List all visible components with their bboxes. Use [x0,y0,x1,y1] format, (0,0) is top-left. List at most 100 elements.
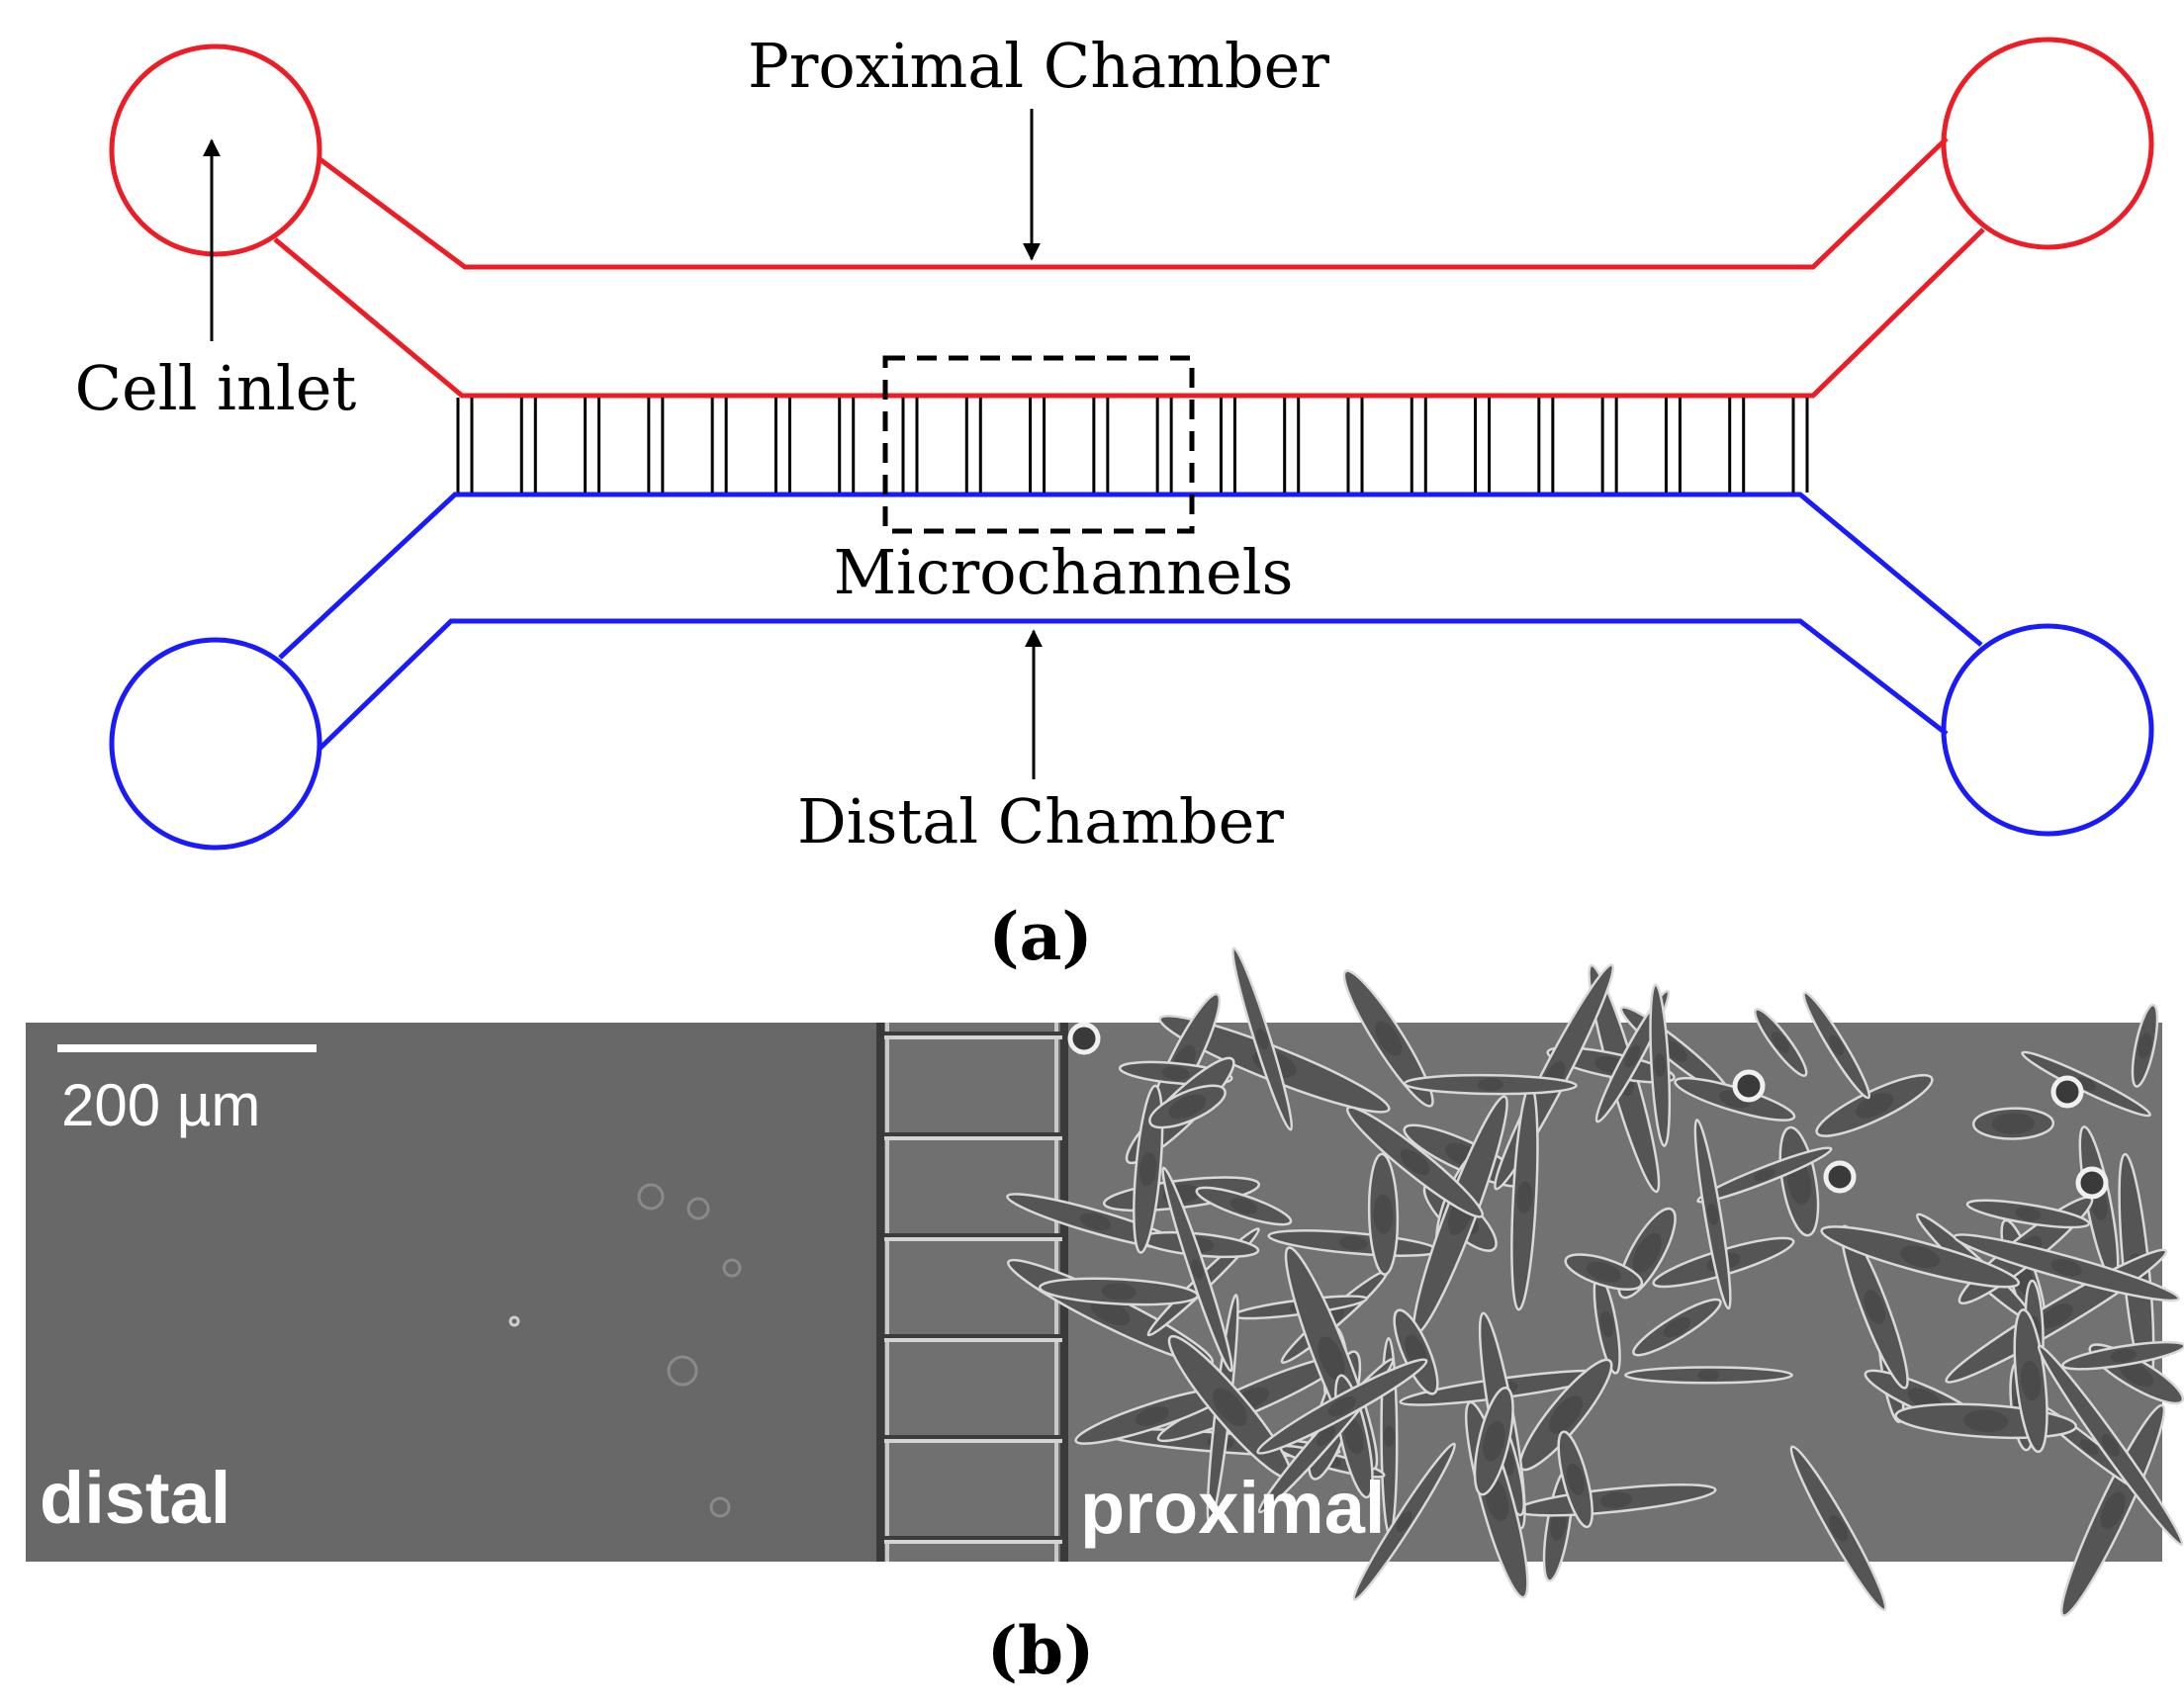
panel-b-label: (b) [987,1612,1095,1689]
proximal-inlet-port-left [109,44,322,257]
barrier-rung-shadow [884,1233,1062,1237]
cell [1231,946,1294,1131]
cell-nucleus [2138,1033,2152,1059]
cell-nucleus [1864,1290,1885,1325]
cell-nucleus [1229,1198,1258,1214]
round-cell [2050,1075,2084,1109]
cell [1971,1107,2055,1140]
cell [2131,1003,2159,1088]
cell-nucleus [1706,1203,1719,1225]
barrier-rungs [884,1032,1062,1544]
cell [1802,991,1871,1100]
distal-port-right [1941,623,2154,837]
cell-nucleus [1632,1232,1662,1274]
distal-chamber-outer-wall [317,618,1949,752]
cell [2037,1344,2184,1547]
cell-nucleus [1754,1168,1775,1182]
cell-nucleus [1991,1113,2036,1134]
barrier-rung-highlight [884,1540,1062,1544]
cell-nucleus [1344,1418,1364,1455]
cell-nucleus [1375,1021,1403,1056]
cell-nucleus [1317,1425,1336,1447]
barrier-fill [878,1023,1068,1562]
cell-nucleus [1516,1181,1533,1214]
cell [1510,1084,1539,1311]
cell [1367,1152,1400,1276]
cell-nucleus [1663,1316,1691,1338]
cell-nucleus [2015,1207,2042,1221]
proximal-chamber-outline [109,37,2154,399]
cell [1624,1366,1793,1385]
cell-nucleus [1168,1094,1207,1120]
cell [1473,1386,1514,1496]
cell [2061,1340,2184,1371]
cell [1557,1430,1593,1529]
panel-a-label: (a) [988,898,1092,975]
cell-nucleus [2119,1361,2154,1388]
cell-nucleus [1138,1151,1157,1187]
cell-nucleus [1566,1463,1585,1496]
cell [1345,1106,1485,1218]
microchannel-array [456,398,1809,493]
cell-nucleus [1900,1245,1941,1269]
cell [1965,1199,2091,1229]
cell [1564,1253,1644,1291]
cell-nucleus [1135,1405,1169,1426]
distal-region-label: distal [40,1457,230,1539]
cell [1953,1233,2181,1303]
debris-particle [667,1355,698,1387]
round-cell [2075,1166,2109,1200]
barrier-rung-shadow [884,1132,1062,1136]
scale-bar-label: 200 µm [61,1072,260,1138]
panel-a-schematic: Proximal Chamber Cell inlet Microchannel… [75,30,2154,975]
round-cell [1823,1160,1857,1194]
cell-nucleus [1338,1235,1368,1251]
round-cell [1067,1022,1101,1055]
cell [2059,1403,2166,1617]
proximal-chamber-inner-wall [273,227,1985,399]
distal-port-left [109,637,322,851]
cell-nucleus [1855,1093,1894,1119]
debris-particle [508,1315,520,1327]
cell-nucleus [2110,1348,2137,1363]
barrier-rung-shadow [884,1032,1062,1035]
zoom-region-box [882,355,1195,534]
proximal-port-right [1941,37,2154,250]
cell-nucleus [1483,1420,1505,1462]
debris-particle [637,1183,665,1211]
cell [1820,1225,2021,1289]
barrier-left-edge [876,1023,884,1562]
distal-chamber-inner-wall [278,492,1983,660]
cell-nucleus [1549,1395,1583,1434]
debris-particle [709,1496,731,1518]
cell-nucleus [1963,1409,2009,1433]
cell [1649,983,1672,1147]
cell-nucleus [1079,1213,1112,1231]
cell [1696,1146,1833,1204]
cell-nucleus [2040,1303,2073,1329]
distal-debris [508,1183,742,1518]
cell-nucleus [2079,1439,2099,1456]
cell-nucleus [1400,1148,1430,1176]
cell-inlet-label: Cell inlet [75,352,357,424]
cell-nucleus [1599,1491,1632,1509]
debris-particle [722,1258,742,1278]
microchannel-barrier [876,1023,1068,1562]
cell-nucleus [1697,1369,1720,1381]
cell-nucleus [2076,1077,2097,1091]
cell-nucleus [1599,1310,1614,1337]
cell-nucleus [1212,1388,1247,1427]
barrier-left-highlight [885,1023,889,1562]
cell-nucleus [1662,1039,1687,1062]
barrier-rung-shadow [884,1536,1062,1540]
round-cell [1732,1069,1766,1103]
barrier-rung-highlight [884,1237,1062,1241]
cell [1038,1277,1200,1306]
cell-nucleus [1654,1053,1667,1078]
barrier-rung-shadow [884,1435,1062,1439]
distal-chamber-outline [109,492,2154,851]
barrier-rung-highlight [884,1439,1062,1443]
cell [1156,1355,1346,1443]
cell-nucleus [1624,1044,1641,1068]
cell-nucleus [2020,1360,2042,1401]
